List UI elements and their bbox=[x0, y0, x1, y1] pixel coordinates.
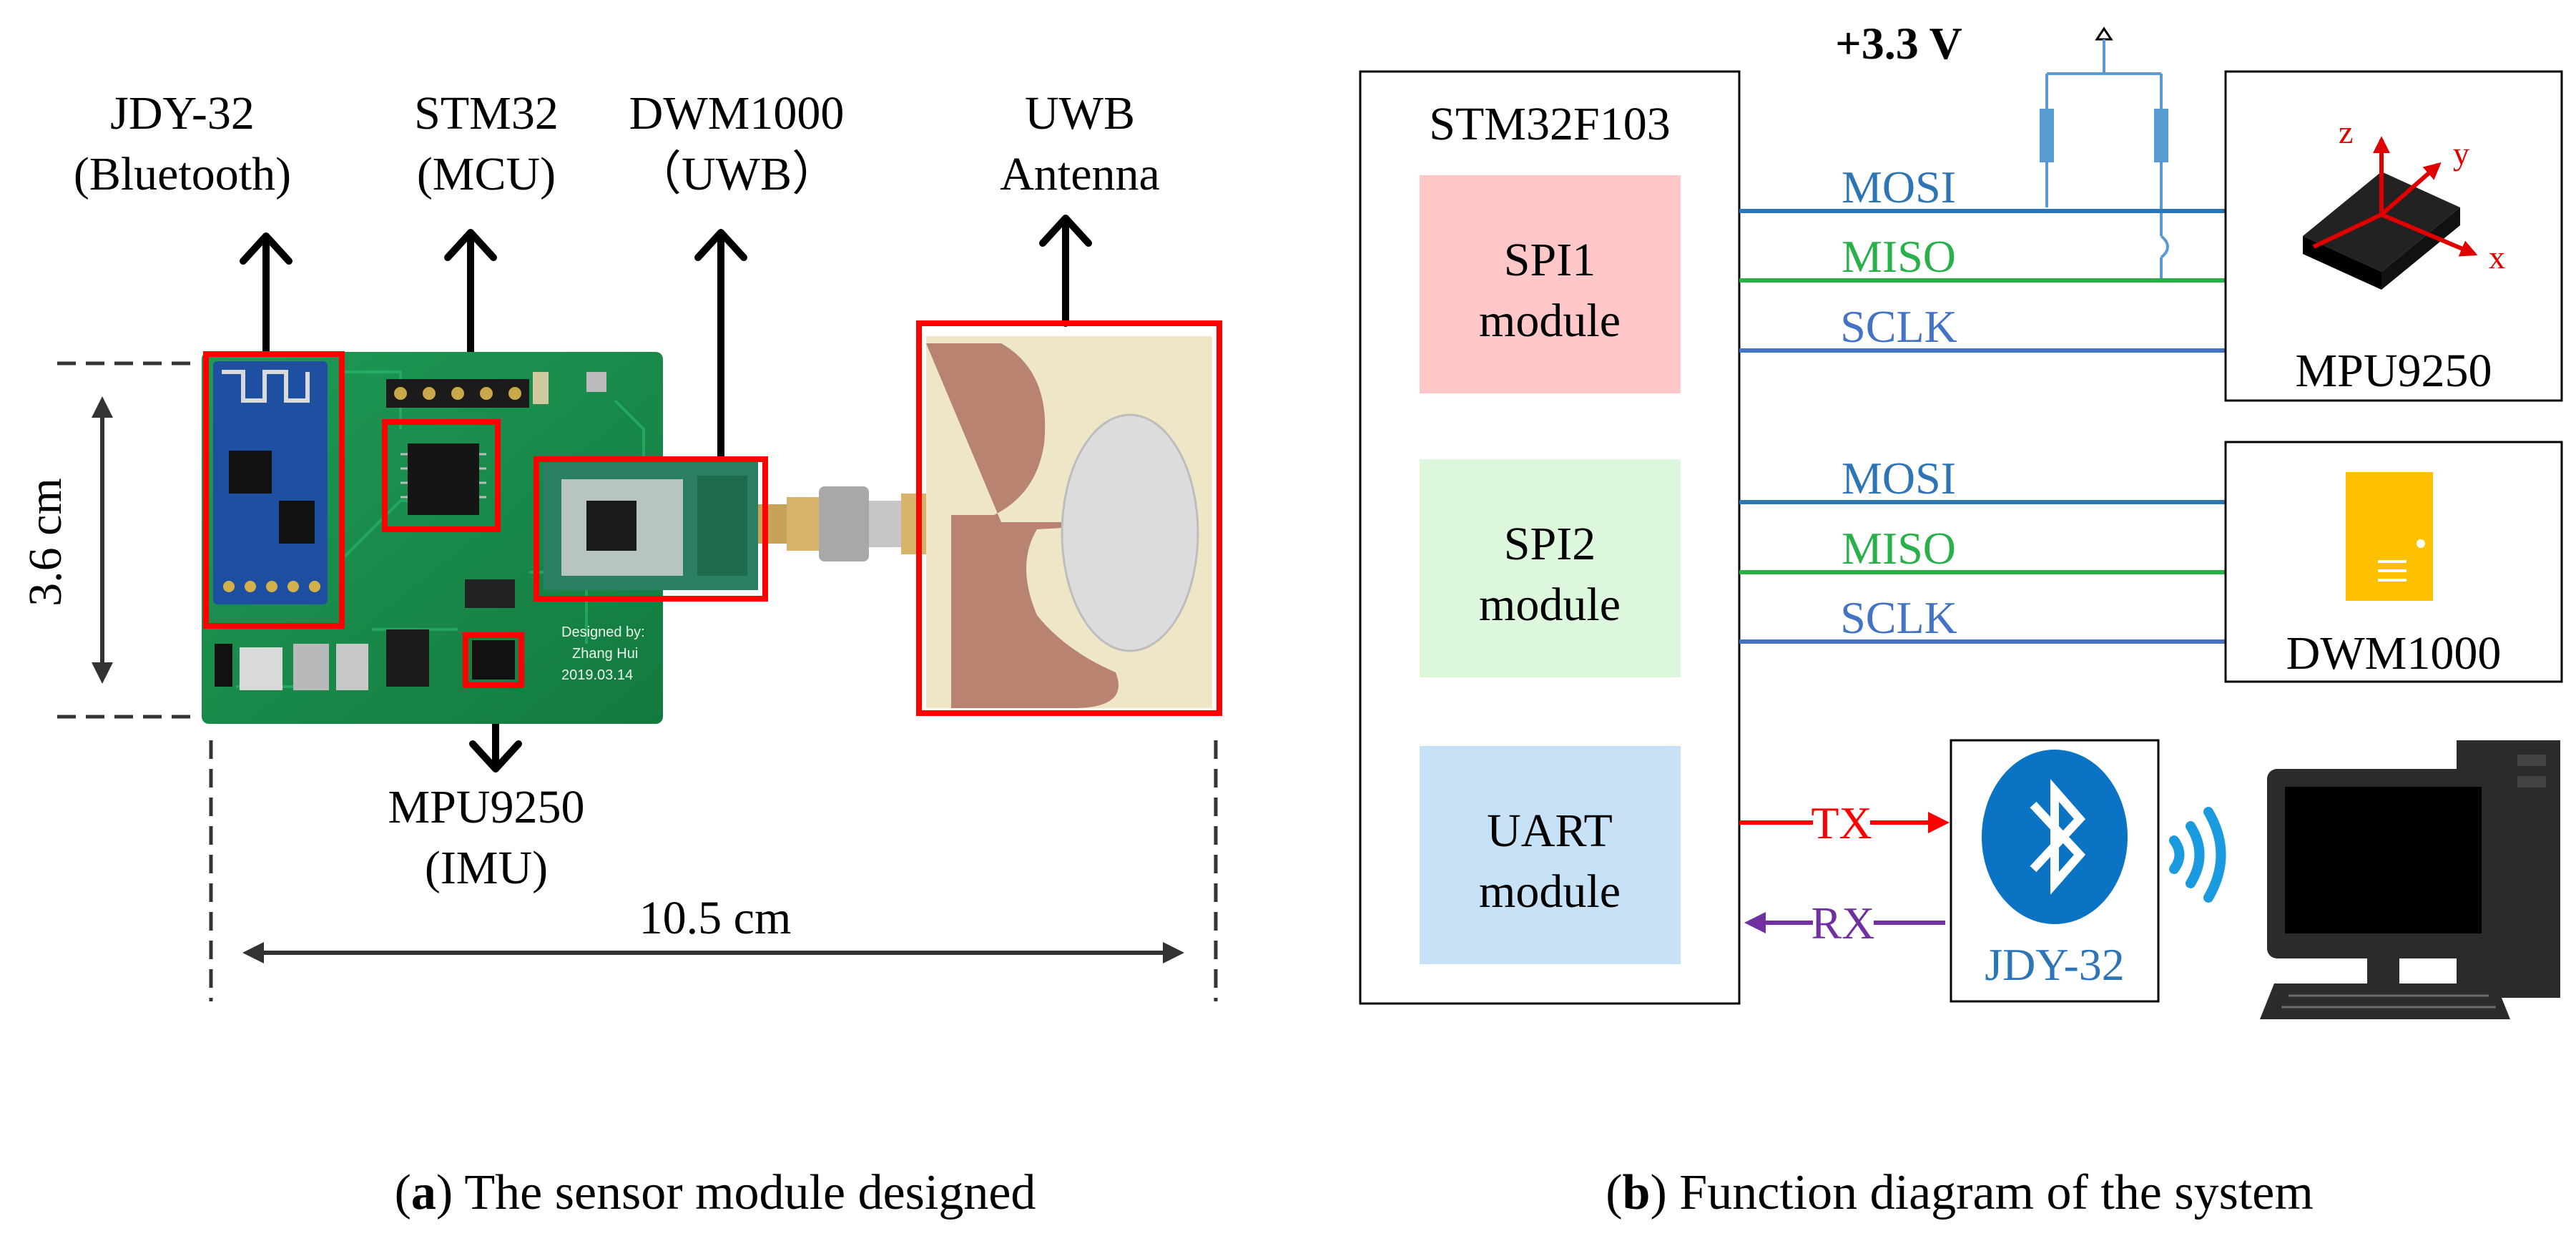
stm32-chip bbox=[408, 443, 479, 515]
device-mpu9250-label: MPU9250 bbox=[2295, 345, 2492, 397]
device-dwm1000-label: DWM1000 bbox=[2286, 627, 2502, 680]
panel-b: STM32F103 SPI1 module SPI2 module UART m… bbox=[1359, 18, 2563, 1220]
label-mpu9250: MPU9250 (IMU) bbox=[388, 781, 584, 894]
bluetooth-icon bbox=[1982, 750, 2128, 924]
module-spi1-box bbox=[1420, 175, 1681, 393]
arrowhead-dwm1000 bbox=[694, 229, 747, 261]
spi2-miso-label: MISO bbox=[1842, 523, 1956, 574]
module-uart: UART module bbox=[1420, 746, 1681, 964]
label-uwb-antenna: UWB Antenna bbox=[1000, 87, 1160, 200]
svg-text:module: module bbox=[1479, 865, 1621, 918]
svg-text:UART: UART bbox=[1487, 805, 1613, 857]
svg-text:STM32: STM32 bbox=[414, 87, 559, 139]
label-jdy32: JDY-32 (Bluetooth) bbox=[74, 87, 291, 200]
arrowhead-mpu9250 bbox=[469, 740, 522, 772]
spi2-sclk-label: SCLK bbox=[1840, 592, 1957, 643]
jdy32-board bbox=[213, 361, 328, 604]
highlight-jdy32 bbox=[203, 351, 345, 629]
mcu-title: STM32F103 bbox=[1429, 98, 1670, 150]
spi1-mosi-label: MOSI bbox=[1842, 162, 1956, 212]
dwm1000-board bbox=[544, 461, 758, 590]
label-dwm1000: DWM1000 （UWB） bbox=[629, 87, 845, 200]
caption-a: (a) The sensor module designed bbox=[395, 1165, 1036, 1220]
svg-text:2019.03.14: 2019.03.14 bbox=[561, 667, 633, 683]
arrowhead-jdy32 bbox=[240, 232, 292, 265]
pcb-board: Designed by: Zhang Hui 2019.03.14 bbox=[202, 352, 758, 724]
module-spi1: SPI1 module bbox=[1420, 175, 1681, 393]
svg-text:(MCU): (MCU) bbox=[417, 148, 556, 200]
pin-header bbox=[386, 379, 529, 408]
svg-text:Zhang Hui: Zhang Hui bbox=[572, 646, 638, 662]
device-jdy32: JDY-32 bbox=[1950, 739, 2160, 1003]
uart-rx-label: RX bbox=[1811, 898, 1875, 948]
uart-tx-label: TX bbox=[1811, 798, 1872, 848]
resistor-1 bbox=[2040, 109, 2054, 162]
arrowhead-antenna bbox=[1039, 215, 1092, 247]
svg-text:JDY-32: JDY-32 bbox=[110, 87, 255, 139]
dimension-width: 10.5 cm bbox=[209, 740, 1218, 1001]
svg-text:y: y bbox=[2453, 135, 2469, 172]
power-label: +3.3 V bbox=[1835, 18, 1962, 69]
svg-text:Designed by:: Designed by: bbox=[561, 624, 645, 640]
highlight-dwm1000 bbox=[534, 456, 768, 602]
uwb-antenna-board bbox=[926, 336, 1212, 708]
spi2-bus: MOSI MISO SCLK bbox=[1739, 453, 2226, 644]
svg-text:UWB: UWB bbox=[1025, 87, 1135, 139]
device-mpu9250: z y x MPU9250 bbox=[2224, 70, 2563, 402]
pcb-silkscreen: Designed by: Zhang Hui 2019.03.14 bbox=[561, 624, 645, 683]
computer-icon bbox=[2260, 740, 2560, 1019]
highlight-antenna bbox=[916, 320, 1222, 716]
svg-text:z: z bbox=[2339, 114, 2353, 150]
module-uart-box bbox=[1420, 746, 1681, 964]
label-stm32: STM32 (MCU) bbox=[414, 87, 559, 200]
svg-text:3.6 cm: 3.6 cm bbox=[19, 478, 72, 607]
svg-text:SPI1: SPI1 bbox=[1504, 234, 1596, 286]
svg-text:SPI2: SPI2 bbox=[1504, 518, 1596, 570]
spi1-miso-label: MISO bbox=[1842, 231, 1956, 282]
svg-text:(Bluetooth): (Bluetooth) bbox=[74, 148, 291, 200]
highlight-boxes bbox=[203, 320, 1222, 716]
device-dwm1000: DWM1000 bbox=[2224, 441, 2563, 683]
svg-text:(IMU): (IMU) bbox=[425, 842, 548, 894]
uart-bus: TX RX bbox=[1739, 794, 1950, 951]
module-spi2: SPI2 module bbox=[1420, 459, 1681, 677]
dimension-height: 3.6 cm bbox=[19, 361, 197, 719]
resistor-2 bbox=[2154, 109, 2168, 162]
svg-text:module: module bbox=[1479, 579, 1621, 631]
caption-b: (b) Function diagram of the system bbox=[1606, 1165, 2314, 1220]
module-spi2-box bbox=[1420, 459, 1681, 677]
svg-text:MPU9250: MPU9250 bbox=[388, 781, 584, 833]
spi1-bus: MOSI MISO SCLK bbox=[1739, 162, 2226, 353]
highlight-stm32 bbox=[382, 419, 501, 532]
spi1-sclk-label: SCLK bbox=[1840, 301, 1957, 352]
arrowhead-stm32 bbox=[444, 229, 497, 261]
imu-chip-icon: z y x bbox=[2303, 114, 2505, 290]
svg-text:10.5 cm: 10.5 cm bbox=[639, 892, 792, 944]
svg-text:x: x bbox=[2489, 239, 2505, 275]
svg-text:Antenna: Antenna bbox=[1000, 148, 1160, 200]
highlight-mpu9250 bbox=[463, 632, 524, 688]
spi2-mosi-label: MOSI bbox=[1842, 453, 1956, 504]
dwm-chip-icon bbox=[2346, 472, 2433, 601]
mpu9250-chip bbox=[472, 640, 515, 680]
device-jdy32-label: JDY-32 bbox=[1985, 939, 2125, 990]
svg-text:（UWB）: （UWB） bbox=[634, 148, 839, 200]
svg-text:module: module bbox=[1479, 295, 1621, 347]
svg-text:DWM1000: DWM1000 bbox=[629, 87, 845, 139]
panel-a: JDY-32 (Bluetooth) STM32 (MCU) DWM1000 （… bbox=[19, 87, 1222, 1220]
wireless-icon bbox=[2169, 807, 2226, 903]
